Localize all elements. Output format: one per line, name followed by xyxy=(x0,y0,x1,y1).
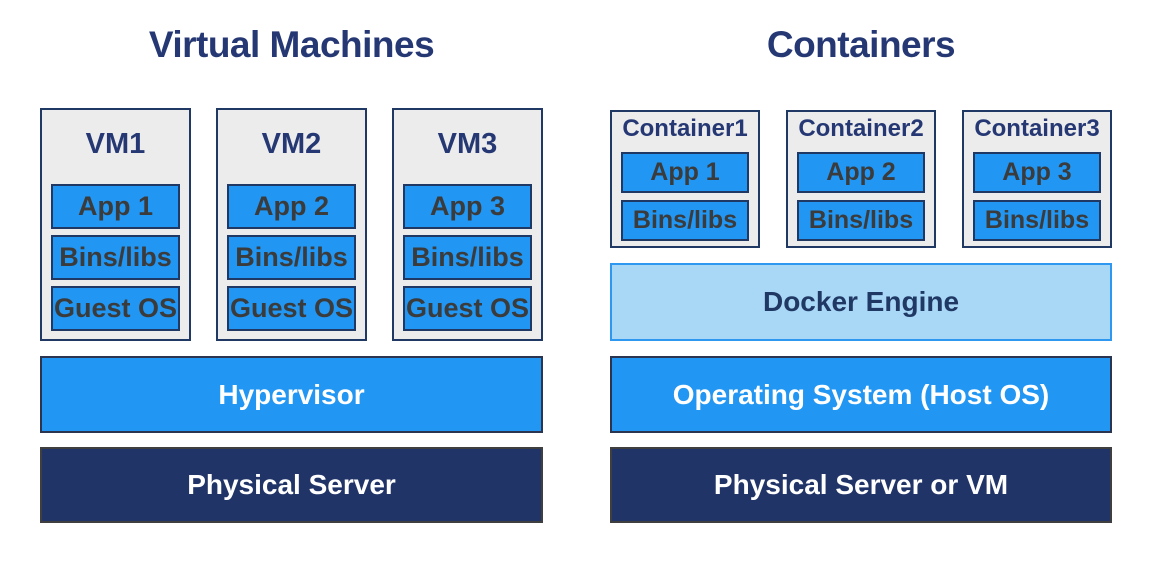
container1-box: Container1 App 1 Bins/libs xyxy=(610,110,760,248)
vm3-app-layer: App 3 xyxy=(403,184,532,229)
vm2-box: VM2 App 2 Bins/libs Guest OS xyxy=(216,108,367,341)
container3-binslibs-layer: Bins/libs xyxy=(973,200,1101,241)
containers-title: Containers xyxy=(766,24,956,65)
vm1-guestos-layer: Guest OS xyxy=(51,286,180,331)
physical-server-or-vm-bar: Physical Server or VM xyxy=(610,447,1112,523)
vm2-guestos-layer: Guest OS xyxy=(227,286,356,331)
vm3-binslibs-layer: Bins/libs xyxy=(403,235,532,280)
vm-row: VM1 App 1 Bins/libs Guest OS VM2 App 2 B… xyxy=(40,108,543,341)
container1-title: Container1 xyxy=(622,114,748,142)
vm3-title: VM3 xyxy=(437,127,498,160)
vm1-binslibs-layer: Bins/libs xyxy=(51,235,180,280)
container3-box: Container3 App 3 Bins/libs xyxy=(962,110,1112,248)
host-os-bar: Operating System (Host OS) xyxy=(610,356,1112,433)
vm2-title: VM2 xyxy=(261,127,322,160)
vm2-binslibs-layer: Bins/libs xyxy=(227,235,356,280)
container2-app-layer: App 2 xyxy=(797,152,925,193)
container3-title: Container3 xyxy=(974,114,1100,142)
vm3-guestos-layer: Guest OS xyxy=(403,286,532,331)
container-row: Container1 App 1 Bins/libs Container2 Ap… xyxy=(610,110,1112,248)
vm3-box: VM3 App 3 Bins/libs Guest OS xyxy=(392,108,543,341)
docker-engine-bar: Docker Engine xyxy=(610,263,1112,341)
vm1-box: VM1 App 1 Bins/libs Guest OS xyxy=(40,108,191,341)
virtual-machines-title: Virtual Machines xyxy=(148,24,435,65)
container1-app-layer: App 1 xyxy=(621,152,749,193)
container2-binslibs-layer: Bins/libs xyxy=(797,200,925,241)
container2-title: Container2 xyxy=(798,114,924,142)
vm2-app-layer: App 2 xyxy=(227,184,356,229)
physical-server-bar: Physical Server xyxy=(40,447,543,523)
vm1-title: VM1 xyxy=(85,127,146,160)
container2-box: Container2 App 2 Bins/libs xyxy=(786,110,936,248)
container1-binslibs-layer: Bins/libs xyxy=(621,200,749,241)
hypervisor-bar: Hypervisor xyxy=(40,356,543,433)
container3-app-layer: App 3 xyxy=(973,152,1101,193)
vm1-app-layer: App 1 xyxy=(51,184,180,229)
